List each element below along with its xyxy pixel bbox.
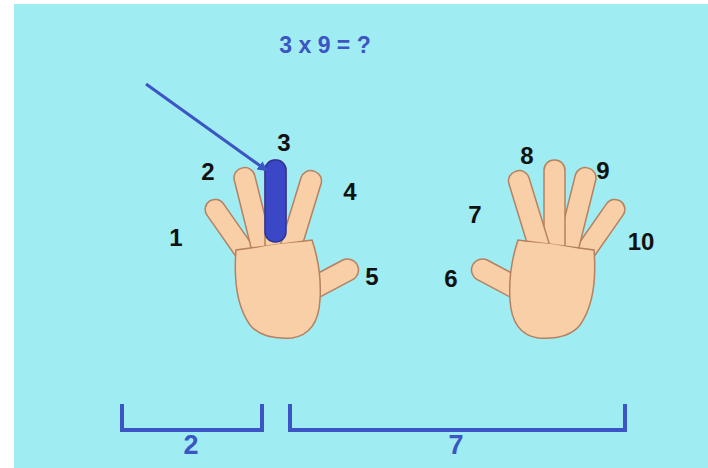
finger-number: 4 <box>343 180 356 204</box>
finger-number: 1 <box>169 226 182 250</box>
finger-number: 8 <box>520 144 533 168</box>
finger-number: 5 <box>365 265 378 289</box>
title: 3 x 9 = ? <box>279 34 370 57</box>
finger-number: 2 <box>201 160 214 184</box>
finger-number: 10 <box>628 230 655 254</box>
count-label: 7 <box>448 432 463 459</box>
finger-number: 9 <box>596 159 609 183</box>
finger-number: 7 <box>468 203 481 227</box>
finger-number: 6 <box>444 267 457 291</box>
count-label: 2 <box>183 432 198 459</box>
finger-number: 3 <box>277 131 290 155</box>
